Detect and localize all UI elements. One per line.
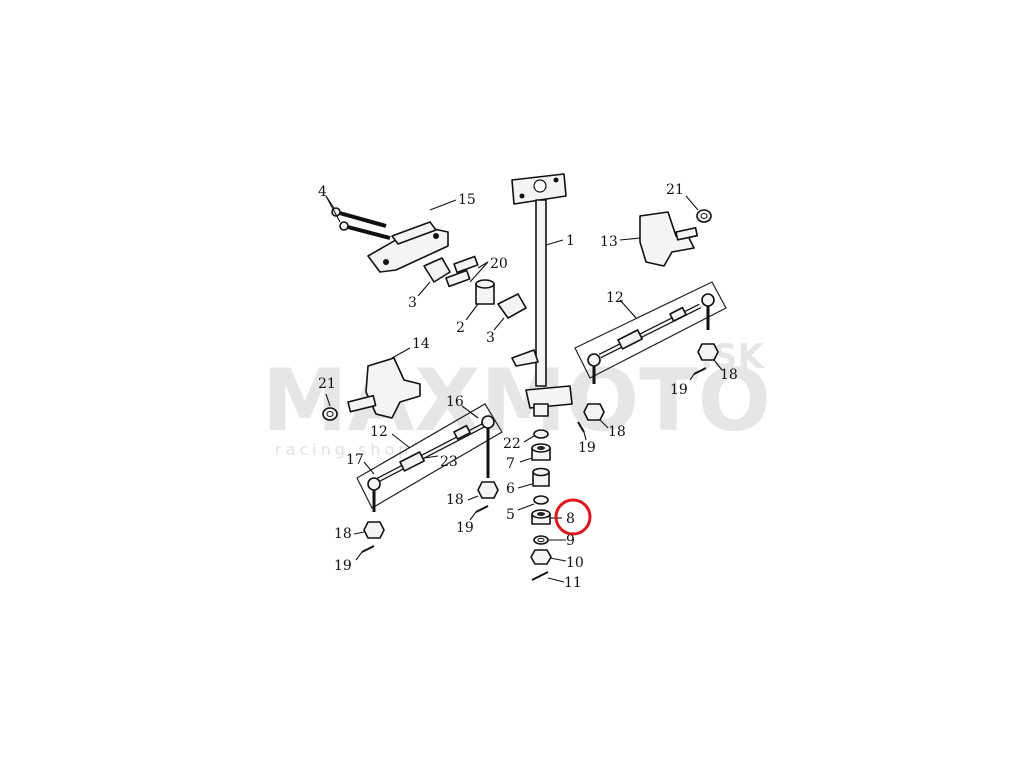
bushing[interactable] bbox=[475, 279, 495, 305]
nut-left-lower[interactable] bbox=[363, 521, 385, 539]
callout-11: 11 bbox=[564, 575, 582, 591]
callout-3-upper: 3 bbox=[408, 295, 417, 311]
callout-18-right-lower: 18 bbox=[608, 424, 626, 440]
callout-5: 5 bbox=[506, 507, 515, 523]
callout-18-left-upper: 18 bbox=[446, 492, 464, 508]
tierod-left[interactable] bbox=[367, 415, 495, 512]
callout-14: 14 bbox=[412, 336, 430, 352]
bearing-7[interactable] bbox=[531, 443, 551, 461]
bolts[interactable] bbox=[331, 207, 391, 240]
callout-12-left: 12 bbox=[370, 424, 388, 440]
pins[interactable] bbox=[445, 255, 479, 288]
callout-19-left-lower: 19 bbox=[334, 558, 352, 574]
bushing-6[interactable] bbox=[532, 467, 550, 487]
callout-1: 1 bbox=[566, 233, 575, 249]
cotter-pin-right-lower[interactable] bbox=[577, 421, 585, 433]
callout-3-lower: 3 bbox=[486, 330, 495, 346]
steering-column[interactable] bbox=[511, 173, 573, 417]
callout-6: 6 bbox=[506, 481, 515, 497]
highlight-ring bbox=[554, 498, 592, 536]
callout-19-right-lower: 19 bbox=[578, 440, 596, 456]
callout-23: 23 bbox=[440, 454, 458, 470]
o-ring-5[interactable] bbox=[533, 495, 549, 505]
callout-10: 10 bbox=[566, 555, 584, 571]
right-tierod-frame bbox=[574, 281, 727, 379]
callout-19-left-upper: 19 bbox=[456, 520, 474, 536]
left-tierod-frame bbox=[356, 403, 503, 509]
nut-right-lower[interactable] bbox=[583, 403, 605, 421]
bearing-8[interactable] bbox=[531, 509, 551, 525]
svg-text:MAXMOTO: MAXMOTO bbox=[262, 351, 771, 451]
callout-22: 22 bbox=[503, 436, 521, 452]
cotter-pin-left-lower[interactable] bbox=[361, 545, 375, 553]
cotter-pin-left-upper[interactable] bbox=[475, 505, 489, 513]
steering-bracket[interactable] bbox=[367, 221, 449, 273]
callout-21-right: 21 bbox=[666, 182, 684, 198]
tierod-right[interactable] bbox=[587, 293, 715, 384]
callout-16: 16 bbox=[446, 394, 464, 410]
callout-19-right-upper: 19 bbox=[670, 382, 688, 398]
callout-2: 2 bbox=[456, 320, 465, 336]
knuckle-left[interactable] bbox=[347, 357, 421, 419]
clamp-upper[interactable] bbox=[423, 257, 451, 283]
o-ring-22[interactable] bbox=[533, 429, 549, 439]
callout-9: 9 bbox=[566, 533, 575, 549]
nut-left-upper[interactable] bbox=[477, 481, 499, 499]
callout-18-right-upper: 18 bbox=[720, 367, 738, 383]
nut-right-upper[interactable] bbox=[697, 343, 719, 361]
knuckle-right[interactable] bbox=[639, 211, 699, 267]
nut-10[interactable] bbox=[530, 549, 552, 565]
callout-13: 13 bbox=[600, 234, 618, 250]
cotter-pin-11[interactable] bbox=[531, 571, 549, 581]
svg-text:racing shop: racing shop bbox=[275, 440, 412, 459]
callout-18-left-lower: 18 bbox=[334, 526, 352, 542]
clamp-lower[interactable] bbox=[497, 293, 527, 319]
callout-17: 17 bbox=[346, 452, 364, 468]
watermark: MAXMOTO .SK racing shop bbox=[262, 337, 771, 459]
callout-4: 4 bbox=[318, 184, 327, 200]
callout-8: 8 bbox=[566, 511, 575, 527]
cotter-pin-right-upper[interactable] bbox=[693, 367, 707, 375]
callout-15: 15 bbox=[458, 192, 476, 208]
callout-20: 20 bbox=[490, 256, 508, 272]
callout-12-right: 12 bbox=[606, 290, 624, 306]
callout-7: 7 bbox=[506, 456, 515, 472]
callout-21-left: 21 bbox=[318, 376, 336, 392]
